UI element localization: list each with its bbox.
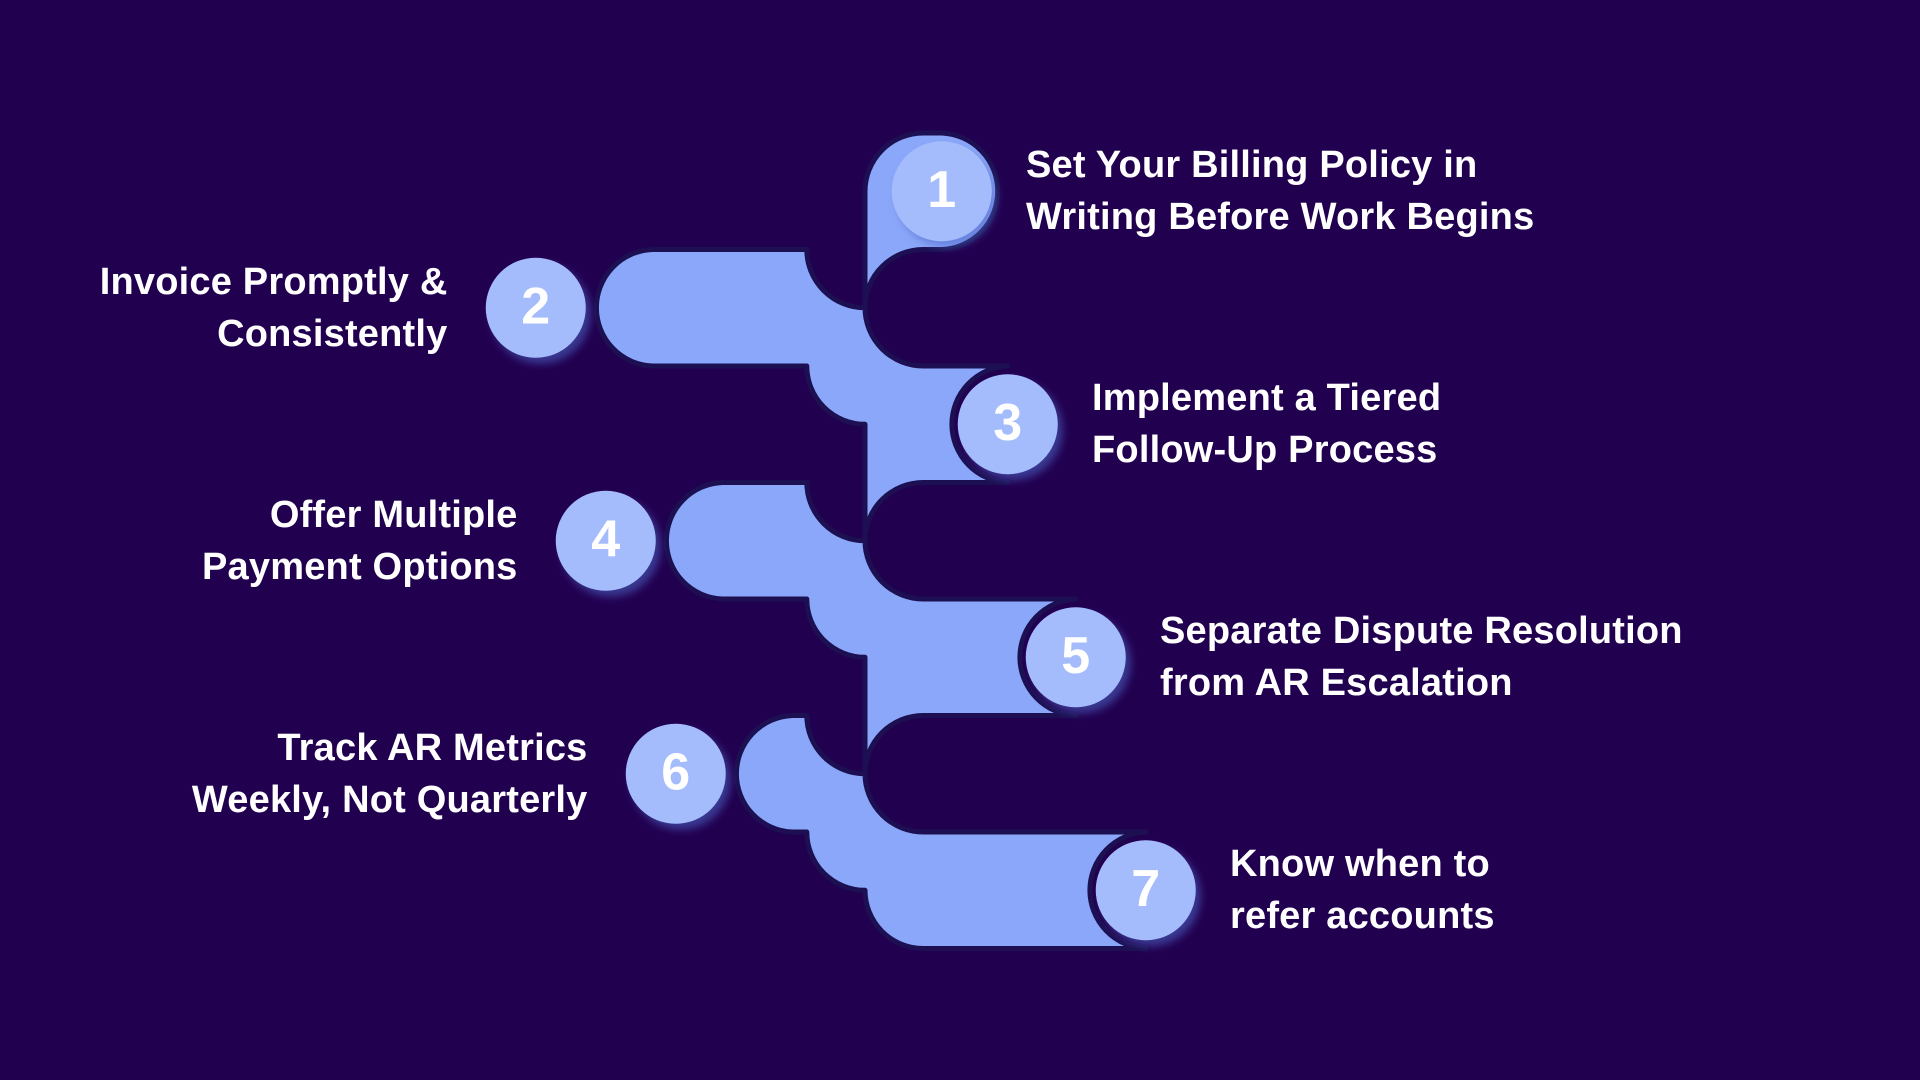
step-4-marker: 4	[555, 490, 656, 591]
step-1-circle	[891, 141, 992, 242]
step-7-label: Know when to refer accounts	[1230, 838, 1495, 942]
step-4-label-line2: Payment Options	[202, 545, 518, 588]
winding-path-band	[593, 130, 1149, 951]
step-3-marker: 3	[957, 374, 1058, 475]
step-2-number: 2	[521, 277, 550, 335]
step-3-number: 3	[993, 394, 1022, 452]
step-4-circle	[555, 490, 656, 591]
step-4-number: 4	[591, 510, 620, 568]
step-1-number: 1	[927, 161, 956, 219]
step-7-marker: 7	[1095, 840, 1196, 941]
step-2-label-line1: Invoice Promptly &	[99, 260, 448, 303]
step-7-label-line1: Know when to	[1230, 843, 1490, 886]
step-3-label-line1: Implement a Tiered	[1092, 377, 1442, 420]
step-2-circle	[485, 257, 586, 358]
step-3-circle	[957, 374, 1058, 475]
step-5-marker: 5	[1025, 607, 1126, 708]
step-5-circle	[1025, 607, 1126, 708]
step-2-label-line2: Consistently	[217, 312, 448, 355]
step-5-number: 5	[1061, 627, 1090, 685]
step-1-marker: 1	[891, 141, 992, 242]
step-6-circle	[625, 723, 726, 824]
step-6-marker: 6	[625, 723, 726, 824]
step-1-label-line1: Set Your Billing Policy in	[1026, 144, 1478, 187]
step-circles: 1 2 3 4 5 6 7	[485, 141, 1196, 941]
step-2-marker: 2	[485, 257, 586, 358]
step-5-label-line2: from AR Escalation	[1160, 662, 1513, 705]
step-1-label-line2: Writing Before Work Begins	[1026, 196, 1535, 239]
step-7-number: 7	[1131, 860, 1160, 918]
step-4-label-line1: Offer Multiple	[269, 493, 518, 536]
step-3-label-line2: Follow-Up Process	[1092, 429, 1438, 472]
step-7-label-line2: refer accounts	[1230, 895, 1495, 938]
step-5-label-line1: Separate Dispute Resolution	[1160, 610, 1683, 653]
step-6-number: 6	[661, 743, 690, 801]
step-5-label: Separate Dispute Resolution from AR Escal…	[1160, 605, 1683, 709]
step-6-label-line1: Track AR Metrics	[277, 726, 588, 769]
step-1-label: Set Your Billing Policy in Writing Before…	[1026, 139, 1534, 243]
step-2-label: Invoice Promptly & Consistently	[100, 256, 448, 360]
step-7-circle	[1095, 840, 1196, 941]
step-6-label-line2: Weekly, Not Quarterly	[191, 778, 588, 821]
